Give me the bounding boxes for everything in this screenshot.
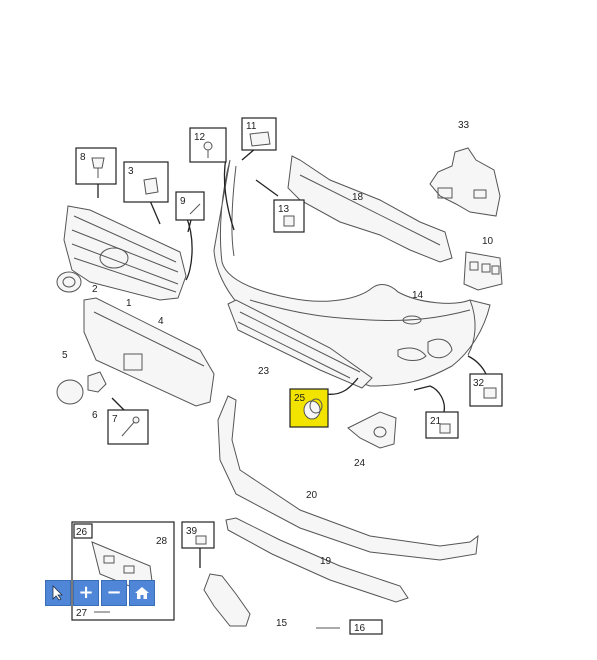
viewer-toolbar: + −	[45, 580, 159, 606]
callout-label: 28	[156, 536, 168, 547]
callout-label: 15	[276, 618, 288, 629]
callout-label: 24	[354, 458, 366, 469]
minus-icon[interactable]: −	[101, 580, 127, 606]
callout-33[interactable]: 33	[458, 120, 470, 131]
callout-label: 26	[76, 527, 88, 538]
callout-32[interactable]: 32	[469, 373, 503, 407]
callout-label: 12	[194, 132, 206, 143]
callout-25[interactable]: 25	[289, 388, 329, 428]
callout-19[interactable]: 19	[320, 556, 332, 567]
fog-lamp-cover	[347, 411, 397, 449]
callout-label: 1	[126, 298, 132, 309]
callout-label: 8	[80, 152, 86, 163]
emblem	[56, 271, 82, 293]
callout-label: 10	[482, 236, 494, 247]
callout-3[interactable]: 3	[123, 161, 169, 203]
lower-grille	[227, 299, 373, 389]
callout-label: 2	[92, 284, 98, 295]
callout-11[interactable]: 11	[241, 117, 277, 151]
front-grille	[63, 205, 187, 301]
callout-label: 6	[92, 410, 98, 421]
callout-1[interactable]: 1	[126, 298, 132, 309]
callout-label: 32	[473, 378, 485, 389]
callout-14[interactable]: 14	[412, 290, 424, 301]
callout-label: 7	[112, 414, 118, 425]
lower-trim	[225, 517, 409, 603]
side-bracket	[429, 147, 501, 217]
callout-label: 9	[180, 196, 186, 207]
callout-label: 3	[128, 166, 134, 177]
callout-4[interactable]: 4	[158, 316, 164, 327]
callout-label: 33	[458, 120, 470, 131]
callout-label: 23	[258, 366, 270, 377]
callout-24[interactable]: 24	[354, 458, 366, 469]
home-icon[interactable]	[129, 580, 155, 606]
callout-label: 27	[76, 608, 88, 619]
plus-icon[interactable]: +	[73, 580, 99, 606]
sensor-bracket	[463, 251, 503, 291]
callout-9[interactable]: 9	[175, 191, 205, 221]
callout-12[interactable]: 12	[189, 127, 227, 163]
callout-label: 5	[62, 350, 68, 361]
callout-15[interactable]: 15	[276, 618, 288, 629]
callout-18[interactable]: 18	[352, 192, 364, 203]
callout-label: 4	[158, 316, 164, 327]
callout-6[interactable]: 6	[92, 410, 98, 421]
part-16	[316, 619, 383, 635]
callout-label: 20	[306, 490, 318, 501]
callout-23[interactable]: 23	[258, 366, 270, 377]
bottom-bracket	[203, 573, 251, 627]
callout-label: 13	[278, 204, 290, 215]
callout-label: 11	[246, 121, 257, 132]
grille-frame	[83, 297, 215, 407]
callout-label: 39	[186, 526, 198, 537]
callout-13[interactable]: 13	[273, 199, 305, 233]
spoiler-strip	[217, 395, 479, 561]
callout-label: 19	[320, 556, 332, 567]
callout-label: 16	[354, 623, 366, 634]
tow-cover	[56, 379, 84, 405]
callout-21[interactable]: 21	[425, 411, 459, 439]
cursor-icon[interactable]	[45, 580, 71, 606]
callout-16[interactable]: 16	[354, 623, 366, 634]
clip-part	[87, 371, 107, 393]
callout-label: 18	[352, 192, 364, 203]
callout-5[interactable]: 5	[62, 350, 68, 361]
callout-label: 14	[412, 290, 424, 301]
callout-39[interactable]: 39	[181, 521, 215, 549]
callout-label: 21	[430, 416, 442, 427]
callout-10[interactable]: 10	[482, 236, 494, 247]
callout-20[interactable]: 20	[306, 490, 318, 501]
callout-8[interactable]: 8	[75, 147, 117, 185]
callout-7[interactable]: 7	[107, 409, 149, 445]
callout-label: 25	[294, 393, 306, 404]
callout-2[interactable]: 2	[92, 284, 98, 295]
reinforcement-bar	[287, 155, 453, 263]
